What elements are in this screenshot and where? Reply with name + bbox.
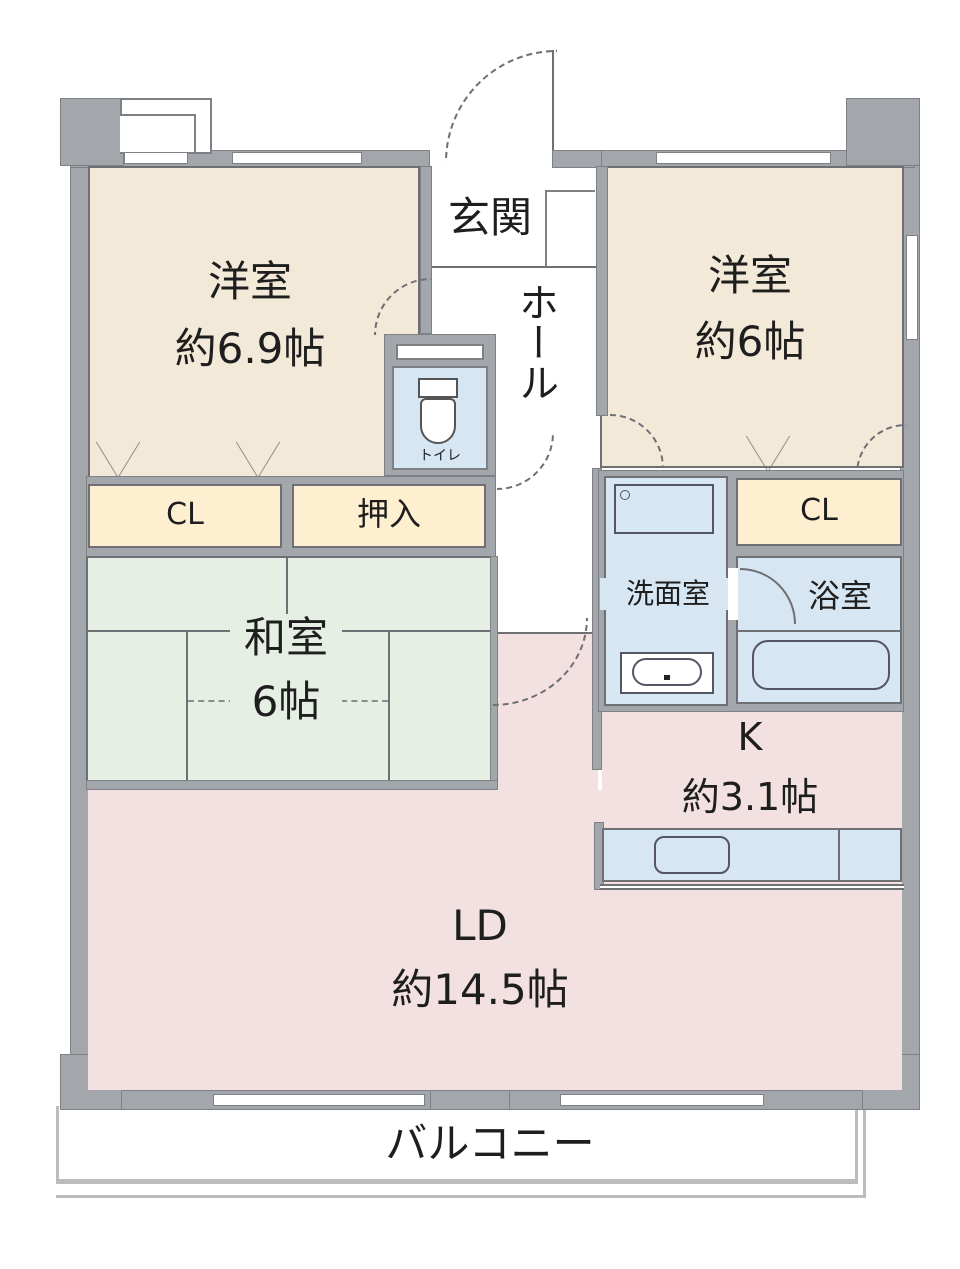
closet-door-mark-1 [96,442,140,478]
column-bottom-middle [430,1090,510,1110]
ld-size: 約14.5帖 [391,965,569,1014]
bathtub-icon [752,640,890,690]
western-room-2 [600,166,904,468]
washroom-label: 洗面室 [600,577,736,611]
japanese-room-size: 6帖 [230,677,342,727]
kitchen-name: K [737,715,763,759]
wash-basin-bowl [632,658,702,686]
tatami-line-v3 [286,556,288,632]
oshiire [292,484,486,548]
toilet-bowl-icon [420,398,456,444]
kitchen-area [602,712,902,792]
japanese-room [86,556,492,782]
closet-door-mark-2 [236,442,280,478]
balcony-rail [56,1106,858,1184]
window-right-side [906,235,918,340]
wall-w2-left [596,166,608,416]
western-room-1 [88,166,420,478]
ld-name: LD [452,901,508,950]
entrance-label: 玄関 [447,193,532,242]
column-top-left [60,98,124,166]
entrance-wall-stub [552,150,602,168]
entrance-step [432,266,597,268]
western-room-1-name: 洋室 [207,257,292,306]
bathroom-label: 浴室 [807,577,872,615]
column-top-right [846,98,920,166]
hall-label: ホール [512,282,558,402]
kitchen-counter [602,828,902,882]
outdoor-unit-inner [120,114,196,154]
closet-2 [736,478,902,546]
closet-door-mark-3 [746,436,790,472]
tatami-line-v2 [388,630,390,780]
closet-1 [88,484,282,548]
oshiire-label: 押入 [356,495,421,533]
kitchen-counter-divider [838,830,840,880]
window-bottom-left [213,1094,425,1106]
ld-door-top [498,632,598,634]
window-top-left-2 [232,152,362,164]
window-top-left [124,152,188,164]
closet-1-label: CL [166,497,204,532]
bathroom-divider [738,630,900,632]
balcony-label: バルコニー [385,1119,595,1168]
tatami-line-v1 [186,630,188,780]
toilet-label: トイレ [419,448,461,464]
kitchen-sink-icon [654,836,730,874]
western-room-1-size: 約6.9帖 [174,324,326,373]
entrance-door [552,50,554,158]
washing-machine-icon [614,484,714,534]
window-top-right [656,152,831,164]
wash-basin-drain [664,675,670,680]
kitchen-size: 約3.1帖 [681,775,819,819]
closet-2-label: CL [800,493,838,528]
western-room-2-size: 約6帖 [694,317,806,366]
western-room-2-name: 洋室 [707,251,792,300]
washing-machine-dot [620,490,630,500]
balcony-rail-outer [56,1106,866,1198]
japanese-room-name: 和室 [230,613,342,663]
window-bottom-right [560,1094,764,1106]
bath-door-opening [728,568,738,620]
wall-japanese-bottom [86,780,498,790]
toilet-tank-icon [418,378,458,398]
kitchen-counter-edge [600,884,904,890]
toilet-shelf [396,344,484,360]
shoe-cabinet [545,190,595,268]
